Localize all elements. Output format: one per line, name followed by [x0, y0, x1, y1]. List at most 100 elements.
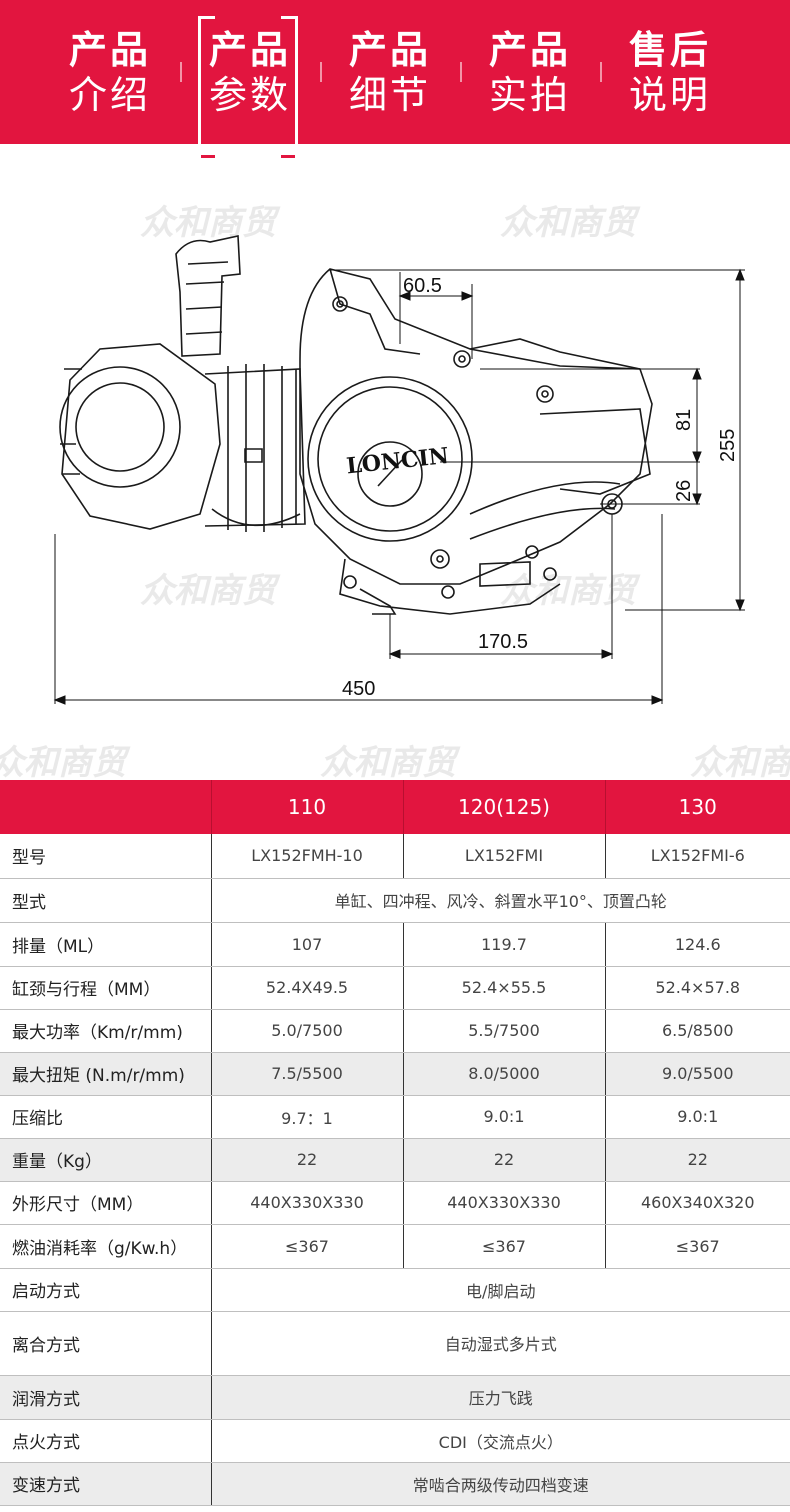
- header-cell: 130: [605, 780, 790, 834]
- table-row: 启动方式 电/脚启动: [0, 1268, 790, 1312]
- tab-label-line2: 细节: [348, 73, 431, 117]
- watermark-text: 众和商贸: [140, 203, 281, 243]
- table-cell: 5.0/7500: [211, 1009, 404, 1053]
- tab-label-line2: 参数: [208, 73, 291, 117]
- tab-after-sales[interactable]: 售后 说明: [600, 28, 740, 128]
- tab-label-line2: 介绍: [68, 73, 151, 117]
- header-cell: 120(125): [403, 780, 606, 834]
- tab-label-line2: 实拍: [488, 73, 571, 117]
- table-cell: LX152FMI: [403, 834, 606, 879]
- tab-label-line1: 产品: [348, 28, 431, 72]
- table-cell: 52.4X49.5: [211, 966, 404, 1010]
- nav-divider: [460, 62, 462, 82]
- table-cell: 52.4×57.8: [605, 966, 790, 1010]
- row-label: 最大功率（Km/r/mm): [0, 1009, 212, 1053]
- header-cell: [0, 780, 212, 834]
- table-row: 点火方式 CDI（交流点火）: [0, 1419, 790, 1463]
- row-label: 缸颈与行程（MM）: [0, 966, 212, 1010]
- table-cell: 107: [211, 922, 404, 967]
- dimension-label: 81: [673, 409, 695, 431]
- table-cell: ≤367: [403, 1224, 606, 1269]
- watermark-text: 众和商贸: [0, 743, 131, 780]
- spec-table: 110 120(125) 130 型号 LX152FMH-10 LX152FMI…: [0, 780, 790, 1506]
- table-cell: 9.0:1: [403, 1095, 606, 1139]
- engine-outline: [59, 235, 653, 615]
- table-cell-merged: 压力飞践: [211, 1375, 790, 1420]
- tab-label-line1: 产品: [68, 28, 151, 72]
- table-row: 排量（ML） 107 119.7 124.6: [0, 922, 790, 967]
- table-cell: 22: [605, 1138, 790, 1182]
- table-cell: 9.0:1: [605, 1095, 790, 1139]
- table-cell: LX152FMH-10: [211, 834, 404, 879]
- table-header-row: 110 120(125) 130: [0, 780, 790, 834]
- table-row: 变速方式 常啮合两级传动四档变速: [0, 1462, 790, 1506]
- watermark-text: 众和商贸: [690, 743, 790, 780]
- table-cell: 9.7：1: [211, 1095, 404, 1139]
- table-row: 燃油消耗率（g/Kw.h） ≤367 ≤367 ≤367: [0, 1224, 790, 1269]
- table-cell: 7.5/5500: [211, 1052, 404, 1096]
- row-label: 型式: [0, 878, 212, 923]
- table-cell: ≤367: [605, 1224, 790, 1269]
- table-row: 最大功率（Km/r/mm) 5.0/7500 5.5/7500 6.5/8500: [0, 1009, 790, 1053]
- table-cell: 8.0/5000: [403, 1052, 606, 1096]
- header-cell: 110: [211, 780, 404, 834]
- nav-divider: [320, 62, 322, 82]
- nav-divider: [600, 62, 602, 82]
- row-label: 排量（ML）: [0, 922, 212, 967]
- dimension-label: 26: [673, 480, 695, 502]
- table-cell-merged: 单缸、四冲程、风冷、斜置水平10°、顶置凸轮: [211, 878, 790, 923]
- row-label: 外形尺寸（MM）: [0, 1181, 212, 1225]
- table-cell-merged: 常啮合两级传动四档变速: [211, 1462, 790, 1506]
- watermark-layer: 众和商贸 众和商贸 众和商贸 众和商贸 众和商贸 众和商贸 众和商贸: [0, 203, 790, 780]
- tab-product-params[interactable]: 产品 参数: [180, 28, 320, 128]
- row-label: 重量（Kg）: [0, 1138, 212, 1182]
- row-label: 压缩比: [0, 1095, 212, 1139]
- engine-brand-text: LONCIN: [345, 443, 450, 480]
- tab-label-line1: 产品: [488, 28, 571, 72]
- dimension-label: 450: [342, 678, 375, 700]
- table-cell: 440X330X330: [403, 1181, 606, 1225]
- engine-dimension-drawing: 众和商贸 众和商贸 众和商贸 众和商贸 众和商贸 众和商贸 众和商贸: [0, 203, 790, 780]
- table-cell: 440X330X330: [211, 1181, 404, 1225]
- table-row: 型号 LX152FMH-10 LX152FMI LX152FMI-6: [0, 834, 790, 879]
- table-cell-merged: CDI（交流点火）: [211, 1419, 790, 1463]
- table-row: 离合方式 自动湿式多片式: [0, 1311, 790, 1376]
- nav-divider: [180, 62, 182, 82]
- dimension-label: 60.5: [403, 275, 442, 297]
- row-label: 启动方式: [0, 1268, 212, 1312]
- table-row: 型式 单缸、四冲程、风冷、斜置水平10°、顶置凸轮: [0, 878, 790, 923]
- table-cell: 9.0/5500: [605, 1052, 790, 1096]
- tab-label-line2: 说明: [628, 73, 711, 117]
- table-row: 压缩比 9.7：1 9.0:1 9.0:1: [0, 1095, 790, 1139]
- watermark-text: 众和商贸: [320, 743, 461, 780]
- table-row: 最大扭矩 (N.m/r/mm) 7.5/5500 8.0/5000 9.0/55…: [0, 1052, 790, 1096]
- row-label: 离合方式: [0, 1311, 212, 1376]
- table-cell-merged: 电/脚启动: [211, 1268, 790, 1312]
- row-label: 润滑方式: [0, 1375, 212, 1420]
- top-nav: 产品 介绍 产品 参数 产品 细节 产品 实拍 售后 说明: [0, 0, 790, 144]
- tab-product-intro[interactable]: 产品 介绍: [40, 28, 180, 128]
- table-row: 润滑方式 压力飞践: [0, 1375, 790, 1420]
- table-cell: LX152FMI-6: [605, 834, 790, 879]
- row-label: 点火方式: [0, 1419, 212, 1463]
- tab-product-details[interactable]: 产品 细节: [320, 28, 460, 128]
- tab-product-photos[interactable]: 产品 实拍: [460, 28, 600, 128]
- row-label: 最大扭矩 (N.m/r/mm): [0, 1052, 212, 1096]
- table-row: 外形尺寸（MM） 440X330X330 440X330X330 460X340…: [0, 1181, 790, 1225]
- tab-label-line1: 产品: [208, 28, 291, 72]
- table-cell: ≤367: [211, 1224, 404, 1269]
- row-label: 变速方式: [0, 1462, 212, 1506]
- watermark-text: 众和商贸: [500, 203, 641, 243]
- table-cell: 6.5/8500: [605, 1009, 790, 1053]
- table-cell: 119.7: [403, 922, 606, 967]
- dimension-label: 170.5: [478, 631, 528, 653]
- table-row: 缸颈与行程（MM） 52.4X49.5 52.4×55.5 52.4×57.8: [0, 966, 790, 1010]
- dimension-lines: [53, 268, 745, 705]
- table-cell: 5.5/7500: [403, 1009, 606, 1053]
- active-tab-frame: [198, 16, 298, 158]
- row-label: 型号: [0, 834, 212, 879]
- table-cell: 22: [403, 1138, 606, 1182]
- table-cell: 460X340X320: [605, 1181, 790, 1225]
- table-cell-merged: 自动湿式多片式: [211, 1311, 790, 1376]
- table-cell: 52.4×55.5: [403, 966, 606, 1010]
